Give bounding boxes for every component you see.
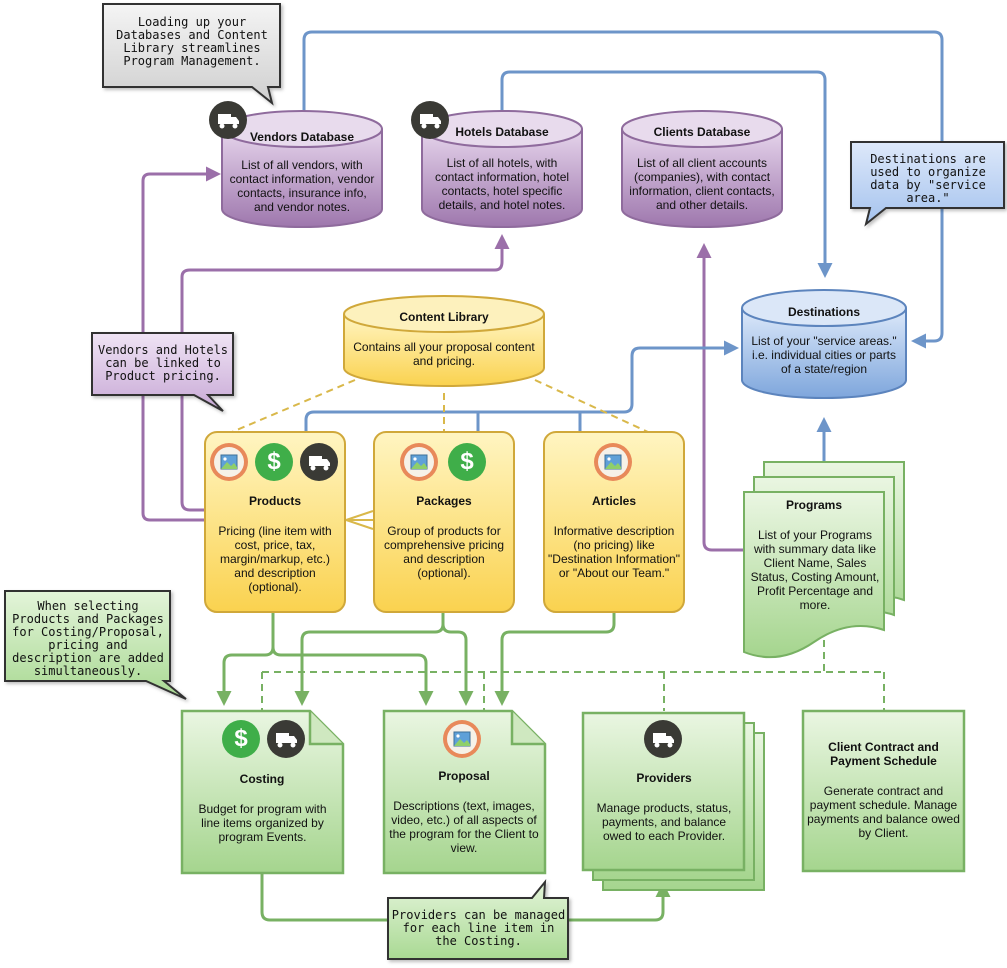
connector-hotels-to-destinations <box>500 70 833 278</box>
programs-doc-front <box>743 491 885 659</box>
articles-box-shape <box>543 431 685 613</box>
content-library-title: Content Library <box>399 310 489 324</box>
proposal-doc-fold <box>510 711 545 746</box>
products-desc: Pricing (line item with cost, price, tax… <box>218 524 332 594</box>
clients-database-shape <box>621 110 783 228</box>
note-loading-bubble <box>102 3 281 106</box>
connector-products-to-proposal <box>271 640 434 706</box>
packages-title: Packages <box>416 494 472 508</box>
proposal-doc-shape <box>382 709 547 875</box>
packages-desc: Group of products for comprehensive pric… <box>383 524 505 580</box>
client-contract-title: Client Contract and Payment Schedule <box>828 740 939 768</box>
costing-title: Costing <box>239 772 285 786</box>
image-icon <box>443 720 481 758</box>
truck-icon <box>644 720 682 758</box>
hotels-database-desc: List of all hotels, with contact informa… <box>434 156 570 212</box>
costing-doc-fold <box>308 711 343 746</box>
connector-products-to-hotels <box>180 234 510 512</box>
providers-desc: Manage products, status, payments, and b… <box>596 801 732 843</box>
costing-doc-shape <box>180 709 345 875</box>
proposal-desc: Descriptions (text, images, video, etc.)… <box>389 799 539 855</box>
vendors-database-title: Vendors Database <box>249 130 355 144</box>
note-selecting: When selecting Products and Packages for… <box>12 599 164 678</box>
client-contract-desc: Generate contract and payment schedule. … <box>807 784 960 840</box>
providers-title: Providers <box>636 771 692 785</box>
truck-icon <box>411 101 449 139</box>
dollar-icon: $ <box>222 720 260 758</box>
image-icon <box>594 443 632 481</box>
connector-packages-to-costing <box>294 612 445 706</box>
note-providers-bubble <box>387 878 569 960</box>
costing-desc: Budget for program with line items organ… <box>198 802 327 844</box>
connector-programs-to-clients <box>696 243 744 552</box>
note-providers: Providers can be managed for each line i… <box>391 908 566 948</box>
destinations-database-shape <box>741 289 907 399</box>
connector-vendors-to-destinations <box>302 30 944 349</box>
destinations-desc: List of your "service areas." i.e. indiv… <box>751 334 897 376</box>
note-destinations-bubble <box>850 141 1005 227</box>
packages-box-shape <box>373 431 515 613</box>
image-icon <box>400 443 438 481</box>
connector-content-to-destinations <box>304 340 739 432</box>
articles-title: Articles <box>591 494 637 508</box>
products-title: Products <box>248 494 301 508</box>
connector-articles-to-proposal <box>494 612 616 706</box>
content-library-desc: Contains all your proposal content and p… <box>353 340 535 368</box>
image-icon <box>210 443 248 481</box>
articles-desc: Informative description (no pricing) lik… <box>548 524 680 580</box>
note-selecting-bubble <box>4 590 187 700</box>
note-loading: Loading up your Databases and Content Li… <box>116 15 268 68</box>
truck-icon <box>209 101 247 139</box>
connector-products-to-costing <box>216 612 275 706</box>
content-library-shape <box>343 295 545 387</box>
vendors-database-desc: List of all vendors, with contact inform… <box>229 158 375 214</box>
dollar-icon: $ <box>255 443 293 481</box>
note-vendors-hotels: Vendors and Hotels can be linked to Prod… <box>97 343 229 383</box>
clients-database-title: Clients Database <box>653 125 751 139</box>
connector-library-to-articles <box>534 379 649 433</box>
proposal-title: Proposal <box>438 769 490 783</box>
programs-desc: List of your Programs with summary data … <box>750 528 880 612</box>
destinations-title: Destinations <box>787 305 860 319</box>
vendors-database-shape <box>221 110 383 228</box>
client-contract-box-shape <box>801 709 966 873</box>
truck-icon <box>267 720 305 758</box>
hotels-database-title: Hotels Database <box>455 125 549 139</box>
note-vendors-hotels-bubble <box>91 332 234 412</box>
programs-title: Programs <box>785 498 843 512</box>
clients-database-desc: List of all client accounts (companies),… <box>629 156 775 212</box>
connector-packages-to-proposal <box>441 620 474 706</box>
connector-library-to-products <box>231 379 356 433</box>
hotels-database-shape <box>421 110 583 228</box>
note-destinations: Destinations are used to organize data b… <box>870 152 986 205</box>
truck-icon <box>300 443 338 481</box>
dollar-icon: $ <box>448 443 486 481</box>
